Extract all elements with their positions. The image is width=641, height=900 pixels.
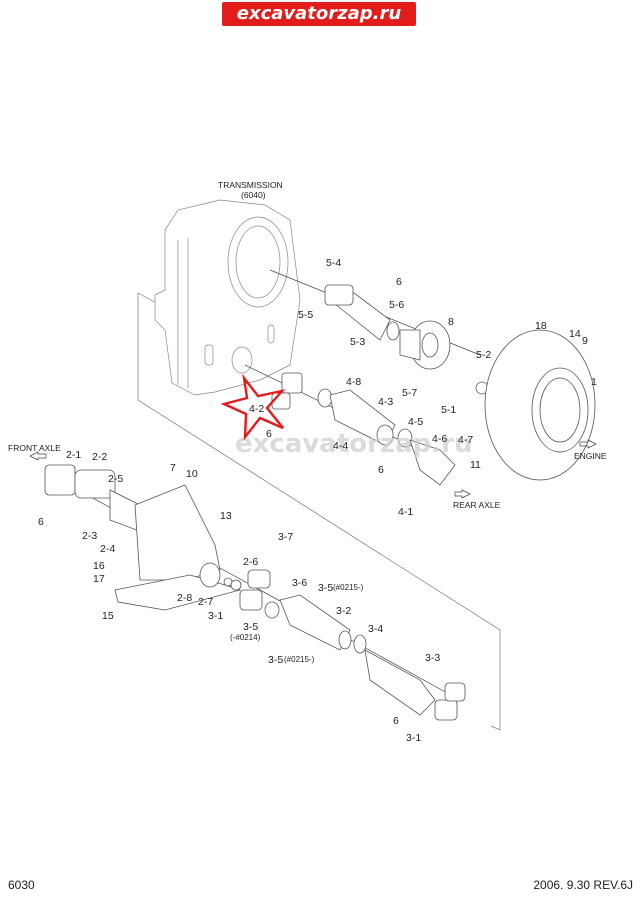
label-6: 6 bbox=[38, 516, 44, 528]
watermark-banner: excavatorzap.ru bbox=[222, 2, 416, 26]
label-14: 14 bbox=[569, 328, 581, 340]
label-5-3: 5-3 bbox=[350, 336, 365, 348]
rear-axle-label: REAR AXLE bbox=[453, 500, 501, 510]
label-2-8: 2-8 bbox=[177, 592, 192, 604]
label-6: 6 bbox=[266, 428, 272, 440]
label-4-5: 4-5 bbox=[408, 416, 423, 428]
label-3-7: 3-7 bbox=[278, 531, 293, 543]
label-4-6: 4-6 bbox=[432, 433, 447, 445]
label-13: 13 bbox=[220, 510, 232, 522]
label-6: 6 bbox=[393, 715, 399, 727]
highlight-star-icon bbox=[220, 373, 286, 441]
front-axle-label: FRONT AXLE bbox=[8, 443, 61, 453]
label-3-5: 3-5 bbox=[318, 582, 333, 594]
label-3-3: 3-3 bbox=[425, 652, 440, 664]
label-3-5-note: (#0215-) bbox=[284, 655, 315, 664]
shaft-3-3 bbox=[239, 569, 466, 721]
label-3-5: 3-5 bbox=[243, 621, 258, 633]
label-5-7: 5-7 bbox=[402, 387, 417, 399]
label-16: 16 bbox=[93, 560, 105, 572]
transmission-code: (6040) bbox=[241, 190, 266, 200]
label-7: 7 bbox=[170, 462, 176, 474]
label-2-4: 2-4 bbox=[100, 543, 115, 555]
revision-date: 2006. 9.30 REV.6J bbox=[533, 878, 633, 892]
label-5-1: 5-1 bbox=[441, 404, 456, 416]
label-2-7: 2-7 bbox=[198, 596, 213, 608]
label-5-2: 5-2 bbox=[476, 349, 491, 361]
label-2-6: 2-6 bbox=[243, 556, 258, 568]
label-2-1: 2-1 bbox=[66, 449, 81, 461]
label-6: 6 bbox=[378, 464, 384, 476]
transmission-title: TRANSMISSION bbox=[218, 180, 283, 190]
rear-axle-arrow-icon bbox=[454, 489, 471, 499]
transmission-housing bbox=[154, 199, 301, 396]
label-3-4: 3-4 bbox=[368, 623, 383, 635]
label-4-7: 4-7 bbox=[458, 434, 473, 446]
engine-arrow-icon bbox=[579, 439, 597, 449]
label-17: 17 bbox=[93, 573, 105, 585]
label-1: 1 bbox=[591, 376, 597, 388]
label-4-4: 4-4 bbox=[333, 440, 348, 452]
front-axle-arrow-icon bbox=[29, 451, 47, 461]
page-number: 6030 bbox=[8, 878, 35, 892]
label-3-1: 3-1 bbox=[208, 610, 223, 622]
label-3-6: 3-6 bbox=[292, 577, 307, 589]
label-4-2: 4-2 bbox=[249, 403, 264, 415]
label-3-2: 3-2 bbox=[336, 605, 351, 617]
watermark-overlay: excavatorzap.ru bbox=[235, 429, 472, 459]
label-2-3: 2-3 bbox=[82, 530, 97, 542]
label-2-2: 2-2 bbox=[92, 451, 107, 463]
label-11: 11 bbox=[470, 459, 481, 471]
front-support-bracket bbox=[44, 464, 242, 611]
flywheel-housing bbox=[484, 329, 596, 481]
label-10: 10 bbox=[186, 468, 198, 480]
shaft-5-3 bbox=[324, 284, 489, 395]
assembly-frame bbox=[137, 293, 501, 731]
label-4-3: 4-3 bbox=[378, 396, 393, 408]
label-3-5-note: (#0215-) bbox=[333, 583, 364, 592]
label-3-1: 3-1 bbox=[406, 732, 421, 744]
label-4-8: 4-8 bbox=[346, 376, 361, 388]
label-8: 8 bbox=[448, 316, 454, 328]
label-6: 6 bbox=[396, 276, 402, 288]
label-4-1: 4-1 bbox=[398, 506, 413, 518]
label-3-5-note: (-#0214) bbox=[230, 633, 261, 642]
label-9: 9 bbox=[582, 335, 588, 347]
label-5-6: 5-6 bbox=[389, 299, 404, 311]
label-5-4: 5-4 bbox=[326, 257, 341, 269]
label-3-5: 3-5 bbox=[268, 654, 283, 666]
label-5-5: 5-5 bbox=[298, 309, 313, 321]
label-15: 15 bbox=[102, 610, 114, 622]
engine-label: ENGINE bbox=[574, 451, 607, 461]
label-18: 18 bbox=[535, 320, 547, 332]
label-2-5: 2-5 bbox=[108, 473, 123, 485]
